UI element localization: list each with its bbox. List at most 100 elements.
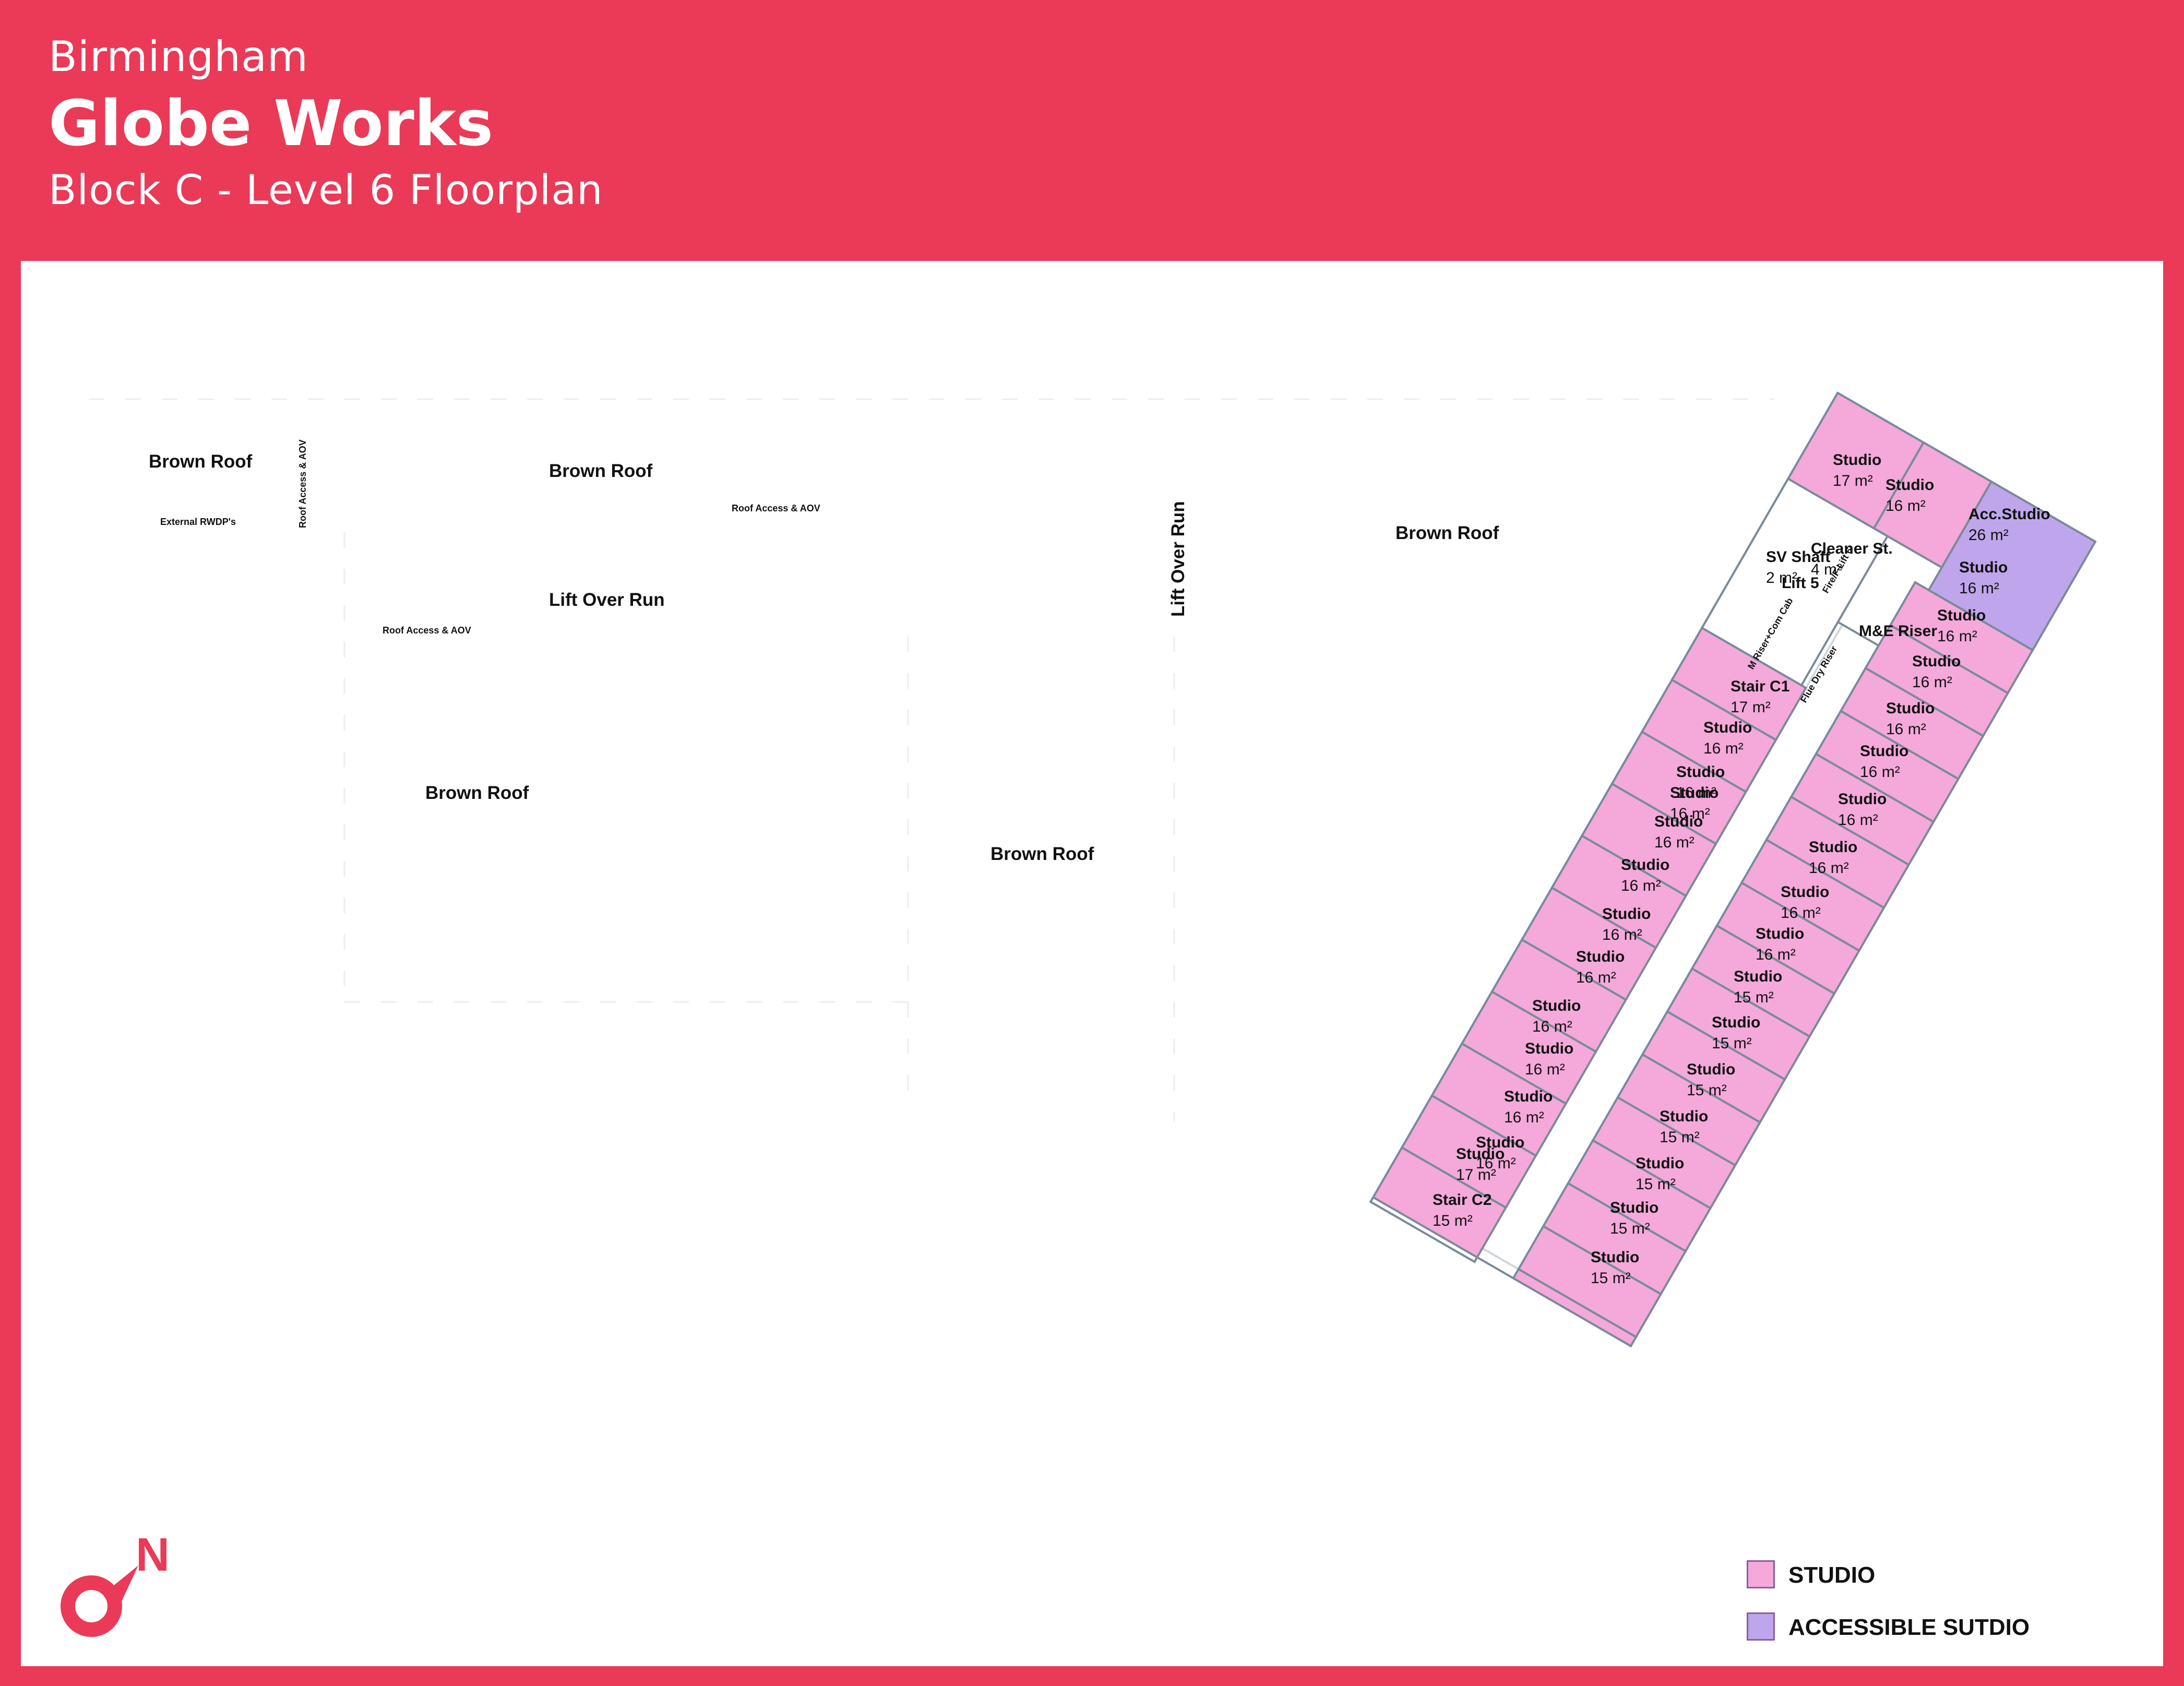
room-area: 16 m²	[1676, 784, 1716, 802]
room-service-label: M&E Riser	[1859, 621, 1937, 642]
room-service-label: Cleaner St.4 m²	[1811, 539, 1893, 580]
roof-access-aov-label-3: Roof Access & AOV	[383, 625, 471, 636]
room-area: 16 m²	[1781, 904, 1821, 922]
room-studio-label: Studio 15 m²	[1636, 1153, 1684, 1195]
room-area: 16 m²	[1756, 946, 1796, 963]
room-area: 17 m²	[1731, 699, 1771, 716]
room-accessible-studio-label: Acc.Studio 26 m²	[1968, 504, 2050, 546]
room-name: Studio	[1860, 743, 1909, 760]
north-label: N	[136, 1533, 170, 1581]
room-area: 16 m²	[1476, 1155, 1516, 1172]
room-area: 2 m²	[1766, 569, 1797, 587]
room-studio-label: Studio 15 m²	[1712, 1012, 1760, 1054]
room-area: 15 m²	[1660, 1129, 1700, 1146]
room-name: Studio	[1456, 1145, 1505, 1163]
room-studio-label: Studio 15 m²	[1660, 1106, 1708, 1148]
room-name: Stair C1	[1731, 678, 1790, 695]
room-name: Studio	[1886, 700, 1935, 717]
north-arrow-icon: N	[61, 1533, 170, 1637]
room-name: Studio	[1676, 763, 1725, 781]
room-name: Studio	[1838, 791, 1887, 808]
room-studio-label: Studio 16 m²	[1886, 698, 1935, 740]
room-area: 15 m²	[1734, 989, 1774, 1006]
room-area: 16 m²	[1602, 926, 1642, 943]
room-service-label: Stair C1 17 m²	[1731, 676, 1789, 718]
room-studio-label: Studio 16 m²	[1532, 996, 1581, 1037]
room-area: 15 m²	[1636, 1176, 1676, 1193]
room-area: 16 m²	[1937, 628, 1977, 645]
room-name: Studio	[1636, 1155, 1685, 1172]
room-area: 16 m²	[1959, 580, 1999, 597]
room-name: Studio	[1937, 607, 1986, 624]
room-name: M&E Riser	[1859, 623, 1938, 640]
room-name: Stair C2	[1433, 1191, 1492, 1209]
room-area: 15 m²	[1591, 1270, 1631, 1287]
room-area: 16 m²	[1525, 1061, 1565, 1078]
room-name: Studio	[1504, 1088, 1553, 1105]
room-name: Studio	[1781, 883, 1830, 901]
room-service-label: Lift 5	[1782, 573, 1819, 594]
room-name: Studio	[1576, 948, 1625, 965]
room-studio-label: Studio 16 m²	[1937, 605, 1986, 647]
room-name: Studio	[1654, 813, 1703, 830]
room-studio-label: Studio 15 m²	[1734, 966, 1782, 1008]
room-name: Studio	[1670, 784, 1719, 802]
room-area: 26 m²	[1968, 527, 2009, 544]
room-area: 16 m²	[1703, 740, 1744, 757]
room-name: Studio	[1712, 1014, 1761, 1031]
core-stair-c2	[1369, 1195, 1479, 1263]
studio-swatch	[1747, 1560, 1775, 1588]
room-studio-label: Studio 16 m²	[1654, 811, 1703, 853]
external-rwdp-label: External RWDP's	[160, 517, 236, 527]
roof-access-aov-label-1: Roof Access & AOV	[297, 439, 308, 528]
room-name: Studio	[1959, 559, 2008, 576]
room-studio-label: Studio 16 m²	[1838, 789, 1887, 831]
room-area: 16 m²	[1838, 811, 1878, 829]
room-name: Studio	[1525, 1040, 1574, 1057]
brown-roof-label-4: Brown Roof	[990, 844, 1094, 864]
block-c-plan	[1369, 391, 2097, 1348]
room-name: Studio	[1660, 1108, 1709, 1125]
room-area: 16 m²	[1670, 805, 1710, 822]
room-studio-label: Studio 16 m²	[1959, 557, 2008, 599]
room-name: Studio	[1809, 839, 1858, 856]
room-name: Acc.Studio	[1968, 506, 2050, 523]
room-area: 16 m²	[1576, 969, 1616, 986]
room-name: Lift 5	[1782, 575, 1819, 592]
room-area: 16 m²	[1885, 497, 1926, 515]
brown-roof-label-2: Brown Roof	[549, 461, 653, 481]
room-studio-label: Studio 16 m²	[1525, 1038, 1573, 1080]
room-name: Studio	[1734, 968, 1783, 985]
room-area: 16 m²	[1532, 1018, 1572, 1035]
legend-label-accessible: ACCESSIBLE SUTDIO	[1788, 1615, 2030, 1640]
lift-over-run-label-1: Lift Over Run	[549, 590, 665, 610]
room-name: Studio	[1703, 719, 1752, 736]
room-name: Studio	[1602, 905, 1651, 923]
room-name: Studio	[1532, 997, 1581, 1014]
room-name: SV Shaft	[1766, 548, 1831, 566]
room-studio-label: Studio 16 m²	[1504, 1086, 1553, 1128]
room-area: 17 m²	[1456, 1166, 1496, 1183]
page-subtitle: Block C - Level 6 Floorplan	[49, 167, 603, 214]
brown-roof-label-3: Brown Roof	[425, 783, 529, 803]
room-area: 16 m²	[1886, 721, 1926, 738]
lift-over-run-label-2: Lift Over Run	[1168, 501, 1188, 617]
room-area: 16 m²	[1504, 1109, 1544, 1126]
room-studio-label: Studio 17 m²	[1456, 1144, 1505, 1186]
room-area: 16 m²	[1654, 834, 1694, 851]
room-name: Studio	[1610, 1199, 1659, 1216]
room-area: 15 m²	[1687, 1082, 1727, 1099]
room-studio-label: Studio 16 m²	[1576, 947, 1625, 988]
room-area: 17 m²	[1833, 472, 1873, 489]
room-area: 15 m²	[1712, 1035, 1752, 1052]
